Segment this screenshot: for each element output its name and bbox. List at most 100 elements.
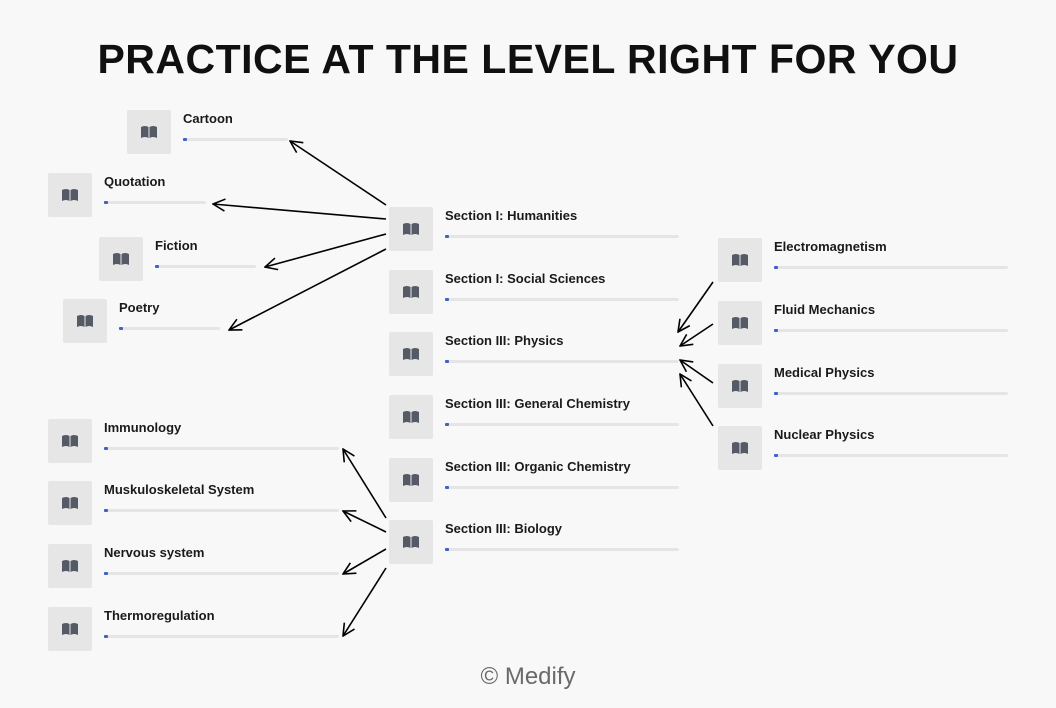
progress-fill xyxy=(155,265,159,268)
progress-fill xyxy=(445,360,449,363)
topic-label: Fiction xyxy=(155,238,198,253)
topic-label: Cartoon xyxy=(183,111,233,126)
book-icon xyxy=(718,364,762,408)
book-icon xyxy=(99,237,143,281)
topic-label: Poetry xyxy=(119,300,160,315)
book-icon xyxy=(389,395,433,439)
connector-arrow xyxy=(229,248,387,330)
book-icon xyxy=(48,544,92,588)
topic-label: Nuclear Physics xyxy=(774,427,875,442)
progress-fill xyxy=(104,509,108,512)
connector-arrow xyxy=(680,323,714,346)
topic-label: Thermoregulation xyxy=(104,608,215,623)
progress-fill xyxy=(774,266,778,269)
topic-electromagnetism[interactable]: Electromagnetism xyxy=(718,238,1008,284)
book-icon xyxy=(389,270,433,314)
section-label: Section III: Physics xyxy=(445,333,564,348)
section-organic-chemistry[interactable]: Section III: Organic Chemistry xyxy=(389,458,679,504)
progress-fill xyxy=(445,486,449,489)
section-label: Section I: Humanities xyxy=(445,208,578,223)
progress-fill xyxy=(104,447,108,450)
topic-label: Immunology xyxy=(104,420,182,435)
progress-track xyxy=(445,298,679,301)
topic-medical-physics[interactable]: Medical Physics xyxy=(718,364,1008,410)
section-biology[interactable]: Section III: Biology xyxy=(389,520,679,566)
topic-thermoregulation[interactable]: Thermoregulation xyxy=(48,607,339,653)
book-icon xyxy=(48,419,92,463)
connector-arrow xyxy=(290,141,387,206)
progress-fill xyxy=(774,329,778,332)
progress-fill xyxy=(445,298,449,301)
section-label: Section III: Organic Chemistry xyxy=(445,459,631,474)
progress-track xyxy=(104,447,339,450)
progress-track xyxy=(119,327,220,330)
copyright-footer: © Medify xyxy=(480,663,576,690)
topic-quotation[interactable]: Quotation xyxy=(48,173,206,219)
topic-musculoskeletal[interactable]: Muskuloskeletal System xyxy=(48,481,339,527)
book-icon xyxy=(127,110,171,154)
book-icon xyxy=(48,481,92,525)
progress-track xyxy=(445,423,679,426)
book-icon xyxy=(389,332,433,376)
section-physics[interactable]: Section III: Physics xyxy=(389,332,679,378)
book-icon xyxy=(718,301,762,345)
topic-label: Electromagnetism xyxy=(774,239,887,254)
progress-fill xyxy=(774,392,778,395)
progress-track xyxy=(774,266,1008,269)
topic-immunology[interactable]: Immunology xyxy=(48,419,339,465)
progress-track xyxy=(445,360,679,363)
progress-fill xyxy=(104,572,108,575)
topic-poetry[interactable]: Poetry xyxy=(63,299,220,345)
book-icon xyxy=(63,299,107,343)
topic-cartoon[interactable]: Cartoon xyxy=(127,110,288,156)
progress-track xyxy=(445,235,679,238)
connector-arrow xyxy=(680,360,714,384)
connector-arrow xyxy=(678,281,714,332)
progress-fill xyxy=(445,235,449,238)
topic-nuclear-physics[interactable]: Nuclear Physics xyxy=(718,426,1008,472)
topic-fluid-mechanics[interactable]: Fluid Mechanics xyxy=(718,301,1008,347)
progress-fill xyxy=(445,548,449,551)
section-label: Section III: General Chemistry xyxy=(445,396,630,411)
progress-track xyxy=(445,548,679,551)
topic-fiction[interactable]: Fiction xyxy=(99,237,256,283)
progress-track xyxy=(104,509,339,512)
book-icon xyxy=(389,520,433,564)
connector-arrow xyxy=(343,449,387,519)
progress-track xyxy=(155,265,256,268)
book-icon xyxy=(389,458,433,502)
section-humanities[interactable]: Section I: Humanities xyxy=(389,207,679,253)
book-icon xyxy=(48,607,92,651)
topic-label: Medical Physics xyxy=(774,365,875,380)
progress-fill xyxy=(104,635,108,638)
progress-track xyxy=(774,392,1008,395)
progress-fill xyxy=(774,454,778,457)
book-icon xyxy=(389,207,433,251)
section-label: Section III: Biology xyxy=(445,521,563,536)
progress-track xyxy=(774,329,1008,332)
progress-fill xyxy=(119,327,123,330)
topic-nervous-system[interactable]: Nervous system xyxy=(48,544,339,590)
topic-label: Nervous system xyxy=(104,545,205,560)
section-social-sciences[interactable]: Section I: Social Sciences xyxy=(389,270,679,316)
progress-track xyxy=(104,635,339,638)
progress-track xyxy=(445,486,679,489)
topic-label: Quotation xyxy=(104,174,166,189)
progress-fill xyxy=(104,201,108,204)
progress-fill xyxy=(183,138,187,141)
connector-arrow xyxy=(213,204,387,220)
progress-track xyxy=(104,572,339,575)
book-icon xyxy=(48,173,92,217)
page-title: PRACTICE AT THE LEVEL RIGHT FOR YOU xyxy=(97,36,959,82)
topic-label: Muskuloskeletal System xyxy=(104,482,255,497)
section-general-chemistry[interactable]: Section III: General Chemistry xyxy=(389,395,679,441)
progress-track xyxy=(183,138,288,141)
connector-arrow xyxy=(680,374,714,427)
progress-track xyxy=(774,454,1008,457)
book-icon xyxy=(718,238,762,282)
book-icon xyxy=(718,426,762,470)
connector-arrow xyxy=(343,548,387,574)
topic-label: Fluid Mechanics xyxy=(774,302,876,317)
